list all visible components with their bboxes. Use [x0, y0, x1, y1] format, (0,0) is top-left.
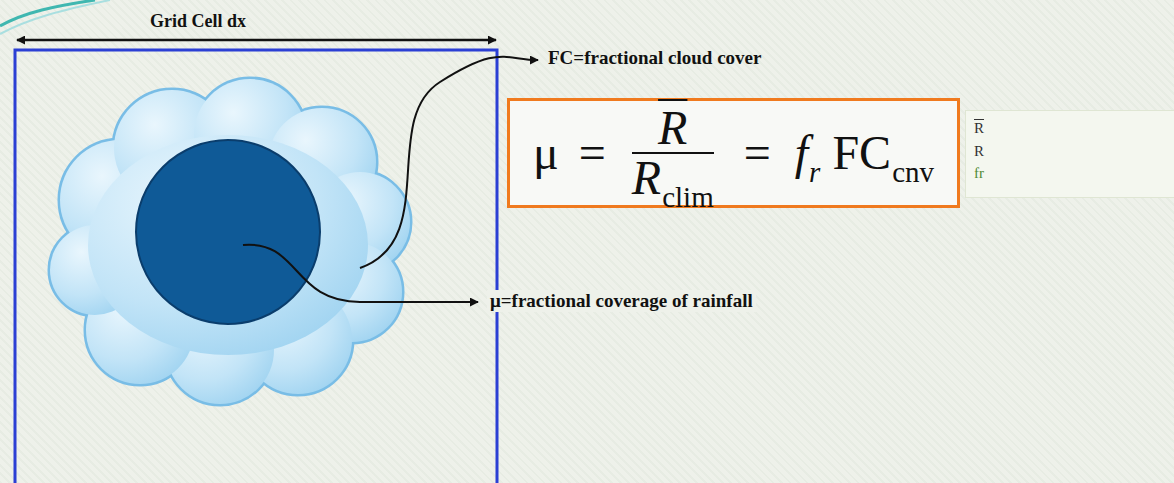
rain-area [136, 140, 320, 324]
note-box: RRfr [965, 110, 1174, 198]
cloud-outline [50, 79, 410, 404]
node-text: R [974, 140, 1174, 163]
annotation-label: μ=fractional coverage of rainfall [487, 290, 756, 312]
corner-swoosh [0, 0, 110, 34]
node-text: R [974, 117, 1174, 140]
annotation-label: Grid Cell dx [150, 11, 246, 32]
corner-swoosh [0, 0, 95, 26]
formula-box: μ=RRclim=frFCcnv [507, 98, 960, 208]
denominator: Rclim [632, 154, 714, 202]
node-text: clim [662, 183, 714, 212]
formula-term: = [744, 129, 771, 177]
node-text: fr [974, 162, 1174, 185]
node-text: R [658, 104, 687, 152]
node-text: R [632, 154, 661, 202]
leader-arrow [243, 245, 478, 302]
node-text: cnv [892, 158, 934, 187]
node-text: r [809, 158, 820, 187]
annotation-label: FC=fractional cloud cover [548, 47, 761, 69]
formula-term: = [579, 129, 606, 177]
node-text: FC [832, 129, 891, 177]
fraction: RRclim [626, 104, 720, 202]
node-text: = [579, 129, 606, 177]
formula-term: fr [795, 129, 821, 177]
grid-cell [15, 50, 497, 483]
cloud-body [50, 79, 410, 404]
dimension-arrow [17, 39, 496, 42]
formula-row: μ=RRclim=frFCcnv [527, 104, 940, 202]
node-text: f [795, 129, 808, 177]
formula-term: μ [533, 129, 559, 177]
numerator: R [658, 104, 687, 152]
node-text: = [744, 129, 771, 177]
formula-term: FCcnv [832, 129, 934, 177]
node-text: μ [533, 129, 559, 177]
